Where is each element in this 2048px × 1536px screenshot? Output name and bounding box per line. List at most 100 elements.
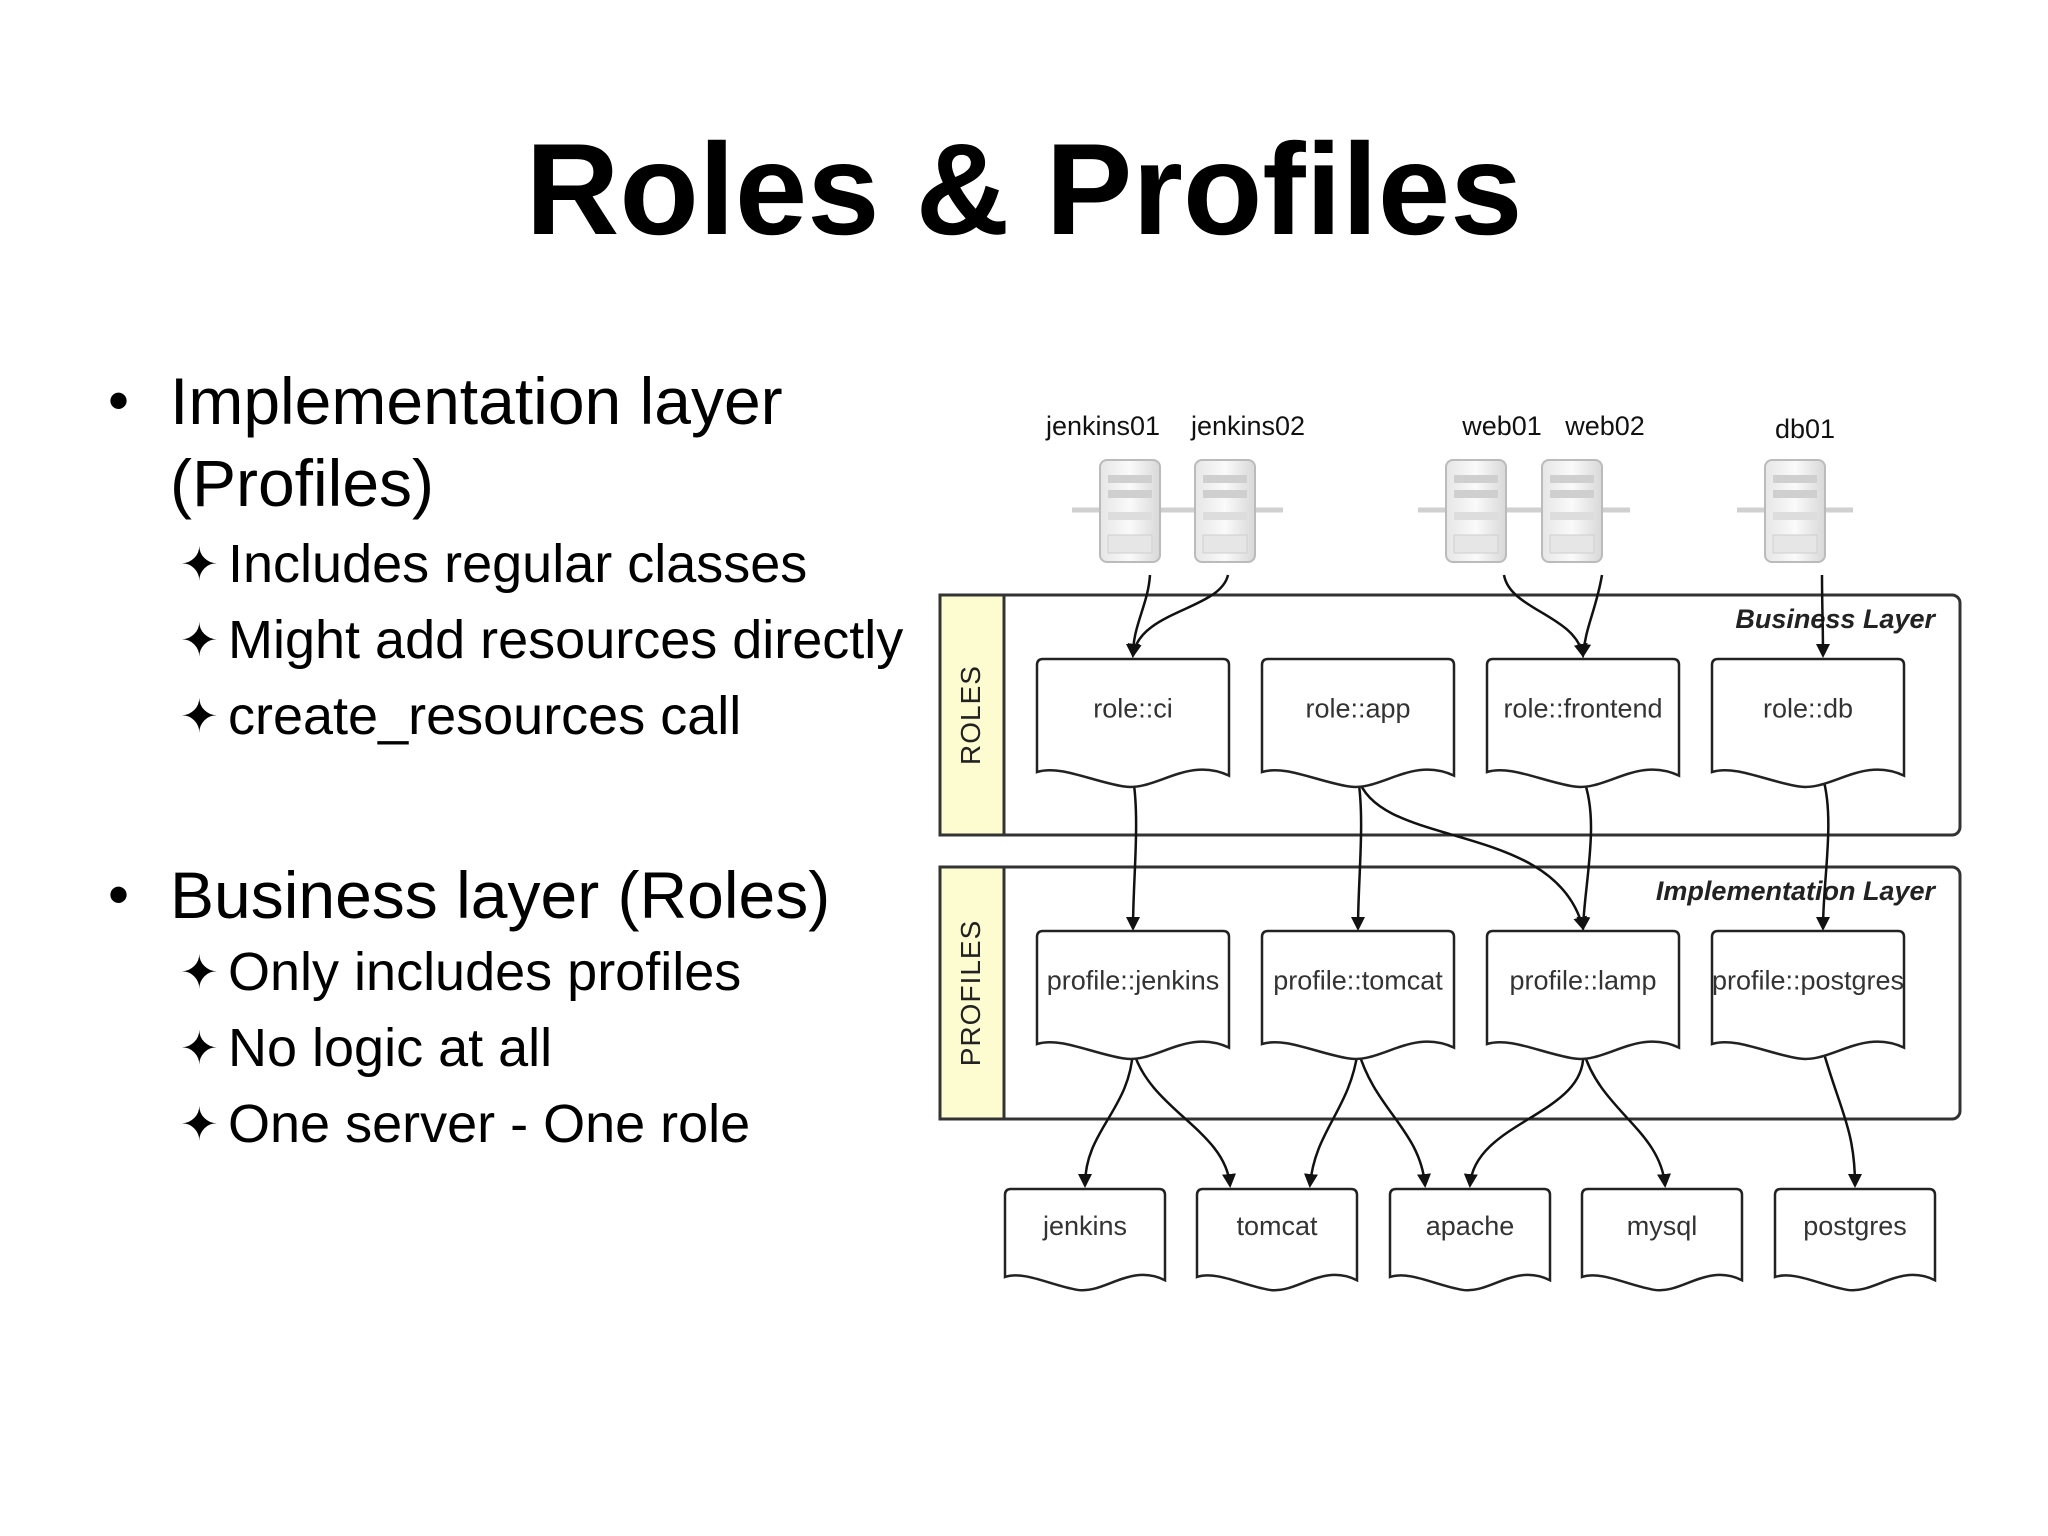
roles-band-label: ROLES	[955, 665, 986, 765]
profile-node: profile::lamp	[1485, 929, 1681, 1061]
role-node-label: role::db	[1763, 694, 1853, 724]
bullet-list: • Implementation layer (Profiles) ✦ Incl…	[100, 360, 950, 1162]
star-icon: ✦	[180, 1022, 219, 1074]
edges-group	[1078, 574, 1862, 1188]
profiles-band	[938, 865, 1006, 1121]
edge-arrow	[1816, 777, 1831, 931]
star-icon: ✦	[180, 614, 219, 666]
profile-node-shape	[1485, 929, 1681, 1061]
module-node: mysql	[1580, 1187, 1744, 1292]
server-icon	[1737, 459, 1853, 563]
roles-band	[938, 593, 1006, 837]
sub-bullet: ✦ Includes regular classes	[100, 526, 950, 602]
role-node-label: role::frontend	[1503, 694, 1662, 724]
sub-bullet-text: One server - One role	[228, 1094, 751, 1154]
edge-arrow	[1131, 1049, 1236, 1188]
bullet-implementation: • Implementation layer (Profiles)	[100, 360, 950, 524]
profile-node-shape	[1260, 929, 1456, 1061]
edge-arrow	[1126, 777, 1141, 931]
module-node-label: apache	[1426, 1211, 1515, 1241]
server-icon	[1418, 459, 1534, 563]
host-label: web01	[1461, 411, 1542, 441]
edge-arrow	[1078, 1049, 1135, 1188]
module-node-shape	[1195, 1187, 1359, 1292]
edge-arrow	[1356, 777, 1587, 931]
nodes-group: role::ci role::app role::frontend role::dbp…	[1003, 657, 1937, 1292]
bullet-text-line1: Business layer (Roles)	[170, 858, 831, 932]
edge-arrow	[1815, 574, 1830, 658]
bullet-dot: •	[108, 367, 130, 434]
edge-arrow	[1581, 1049, 1671, 1188]
servers-group	[1072, 459, 1853, 563]
bullet-text-line2: (Profiles)	[170, 446, 435, 520]
module-node: apache	[1388, 1187, 1552, 1292]
role-node: role::ci	[1035, 657, 1231, 789]
role-node-label: role::ci	[1093, 694, 1173, 724]
star-icon: ✦	[180, 946, 219, 998]
sub-bullet-text: Only includes profiles	[228, 942, 742, 1002]
sub-bullet: ✦ create_resources call	[100, 678, 950, 754]
role-node-label: role::app	[1305, 694, 1410, 724]
role-node-shape	[1035, 657, 1231, 789]
implementation-layer-label: Implementation Layer	[1656, 876, 1937, 906]
profile-node-label: profile::postgres	[1712, 966, 1904, 996]
sub-bullet: ✦ No logic at all	[100, 1010, 950, 1086]
profile-node-shape	[1710, 929, 1906, 1061]
star-icon: ✦	[180, 1098, 219, 1150]
module-node-label: postgres	[1803, 1211, 1907, 1241]
sub-bullet: ✦ One server - One role	[100, 1086, 950, 1162]
slide-title: Roles & Profiles	[525, 116, 1523, 262]
star-icon: ✦	[180, 690, 219, 742]
server-icon	[1514, 459, 1630, 563]
edge-arrow	[1127, 574, 1230, 658]
module-node-shape	[1003, 1187, 1167, 1292]
module-node: postgres	[1773, 1187, 1937, 1292]
host-label: db01	[1775, 414, 1835, 444]
role-node: role::db	[1710, 657, 1906, 789]
role-node-shape	[1710, 657, 1906, 789]
edge-arrow	[1502, 574, 1588, 658]
profile-node-shape	[1035, 929, 1231, 1061]
star-icon: ✦	[180, 538, 219, 590]
edge-arrow	[1577, 574, 1604, 658]
module-node-shape	[1773, 1187, 1937, 1292]
edge-arrow	[1351, 777, 1366, 931]
profiles-band-label: PROFILES	[955, 920, 986, 1066]
sub-bullet: ✦ Might add resources directly	[100, 602, 950, 678]
bullet-dot: •	[108, 861, 130, 928]
profile-node-label: profile::tomcat	[1273, 966, 1443, 996]
server-icon	[1072, 459, 1188, 563]
sub-bullet-text: Might add resources directly	[228, 610, 904, 670]
module-node-label: mysql	[1627, 1211, 1698, 1241]
server-icon	[1167, 459, 1283, 563]
module-node-shape	[1388, 1187, 1552, 1292]
sub-bullet: ✦ Only includes profiles	[100, 934, 950, 1010]
sub-bullet-text: create_resources call	[228, 686, 742, 746]
host-label: jenkins02	[1190, 411, 1305, 441]
edge-arrow	[1356, 1049, 1431, 1188]
sub-bullet-text: Includes regular classes	[228, 534, 808, 594]
edge-arrow	[1304, 1049, 1360, 1188]
role-node-shape	[1485, 657, 1681, 789]
profile-node: profile::postgres	[1710, 929, 1906, 1061]
profile-node: profile::jenkins	[1035, 929, 1231, 1061]
bullet-business: • Business layer (Roles)	[100, 854, 950, 936]
module-node-label: jenkins	[1042, 1211, 1127, 1241]
role-node: role::frontend	[1485, 657, 1681, 789]
role-node-shape	[1260, 657, 1456, 789]
edge-arrow	[1576, 777, 1593, 931]
bullet-text-line1: Implementation layer	[170, 364, 783, 438]
profile-node-label: profile::jenkins	[1047, 966, 1220, 996]
module-node-label: tomcat	[1236, 1211, 1318, 1241]
profile-node-label: profile::lamp	[1509, 966, 1656, 996]
edge-arrow	[1821, 1049, 1862, 1188]
module-node: tomcat	[1195, 1187, 1359, 1292]
business-layer-label: Business Layer	[1735, 604, 1936, 634]
module-node: jenkins	[1003, 1187, 1167, 1292]
role-node: role::app	[1260, 657, 1456, 789]
sub-bullet-text: No logic at all	[228, 1018, 553, 1078]
profile-node: profile::tomcat	[1260, 929, 1456, 1061]
edge-arrow	[1463, 1049, 1585, 1188]
module-node-shape	[1580, 1187, 1744, 1292]
